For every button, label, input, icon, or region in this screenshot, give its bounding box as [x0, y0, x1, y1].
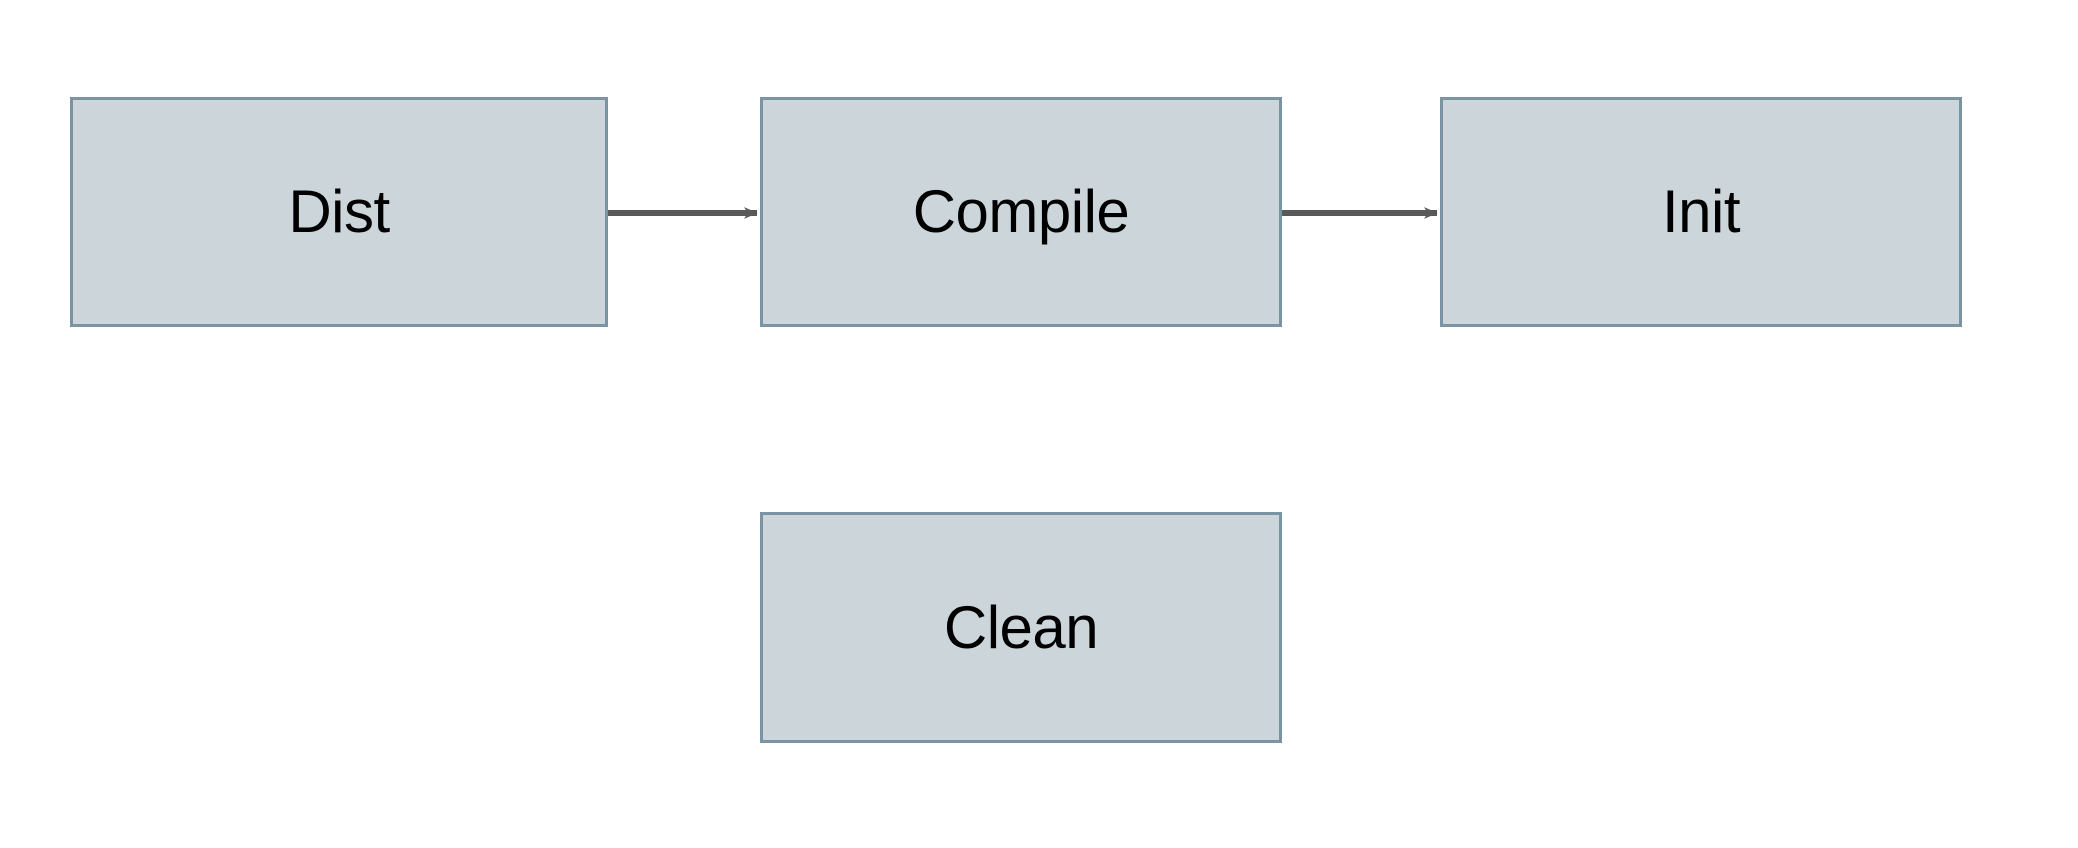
node-compile[interactable]: Compile [760, 97, 1282, 327]
node-init[interactable]: Init [1440, 97, 1962, 327]
node-init-label: Init [1661, 178, 1741, 245]
node-dist[interactable]: Dist [70, 97, 608, 327]
node-clean-label: Clean [943, 593, 1099, 661]
node-compile-label: Compile [912, 178, 1130, 245]
node-dist-label: Dist [288, 178, 390, 245]
node-clean[interactable]: Clean [760, 512, 1282, 743]
